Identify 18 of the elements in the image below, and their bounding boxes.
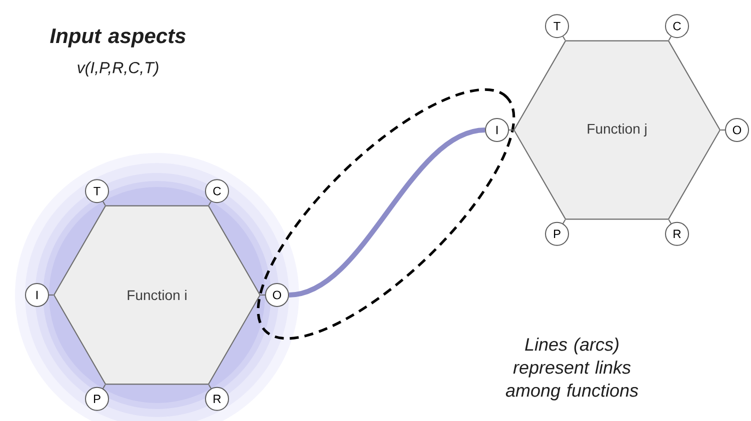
connector-line: [208, 201, 212, 206]
function-hexagon: Function i: [53, 205, 261, 385]
connector-line: [509, 129, 514, 131]
connector-line: [720, 129, 725, 131]
connector-line: [208, 384, 212, 389]
connector-line: [49, 294, 54, 296]
link-curve: [288, 128, 486, 298]
connector-line: [668, 219, 672, 224]
note-text: Lines (arcs) represent links among functions: [506, 338, 638, 400]
function-hexagon: Function j: [513, 40, 721, 220]
formula-text: v(I,P,R,C,T): [78, 62, 158, 76]
connector-line: [668, 36, 672, 41]
connector-line: [102, 384, 106, 389]
heading: Input aspects: [50, 28, 186, 48]
connector-line: [562, 219, 566, 224]
connector-line: [260, 294, 265, 296]
connector-line: [102, 201, 106, 206]
connector-line: [562, 36, 566, 41]
